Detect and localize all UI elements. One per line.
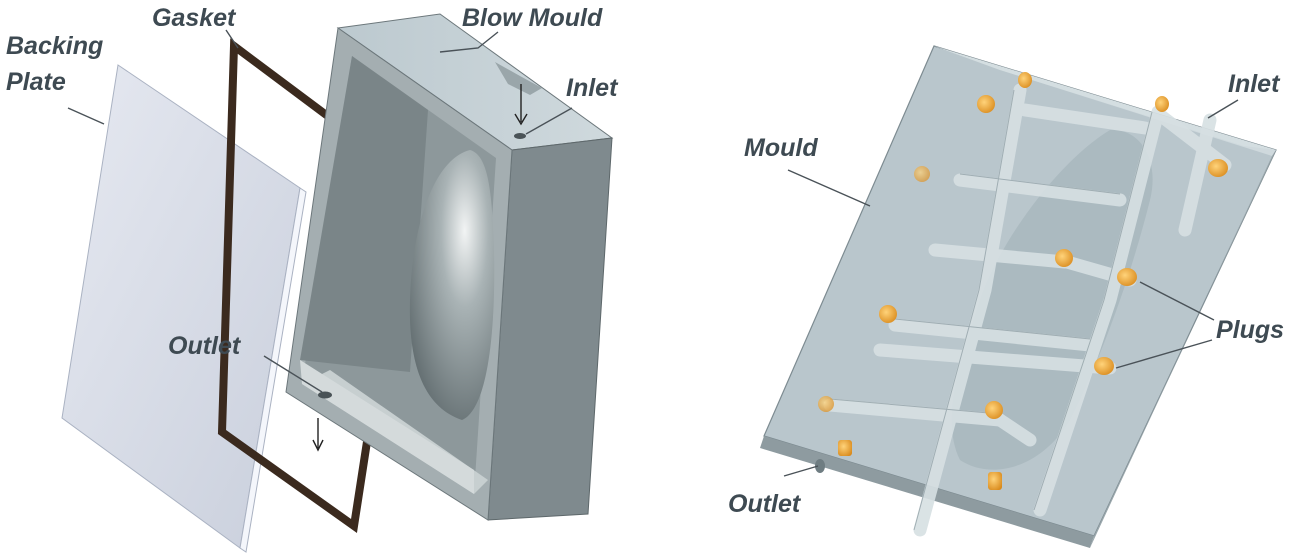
plug [914,166,930,182]
label-mould: Mould [744,134,818,162]
plug [818,396,834,412]
plug [838,440,852,456]
label-inlet-right: Inlet [1228,70,1281,98]
plug [879,305,897,323]
label-plate: Plate [6,68,66,96]
label-inlet-left: Inlet [566,74,619,102]
left-labels: Backing Plate Gasket Blow Mould Inlet Ou… [6,4,619,360]
bottle-cavity [951,129,1153,470]
right-leader-lines [783,99,1239,477]
cooling-channels [823,83,1232,537]
label-blow-mould: Blow Mould [462,4,603,32]
plug [1208,159,1228,177]
plug [985,401,1003,419]
plug [977,95,995,113]
blow-mould-block [285,13,614,521]
plugs [818,72,1228,490]
flow-arrows [312,84,528,452]
label-gasket: Gasket [152,4,237,32]
right-labels: Mould Inlet Plugs Outlet [728,70,1284,518]
label-plugs: Plugs [1216,316,1284,344]
backing-plate [61,64,307,553]
left-leader-lines [67,29,573,393]
plug [1018,72,1032,88]
left-exploded-assembly: Backing Plate Gasket Blow Mould Inlet Ou… [6,4,619,553]
plug [1055,249,1073,267]
label-outlet-right: Outlet [728,490,802,518]
plug [988,472,1002,490]
plug [1094,357,1114,375]
outlet-hole [815,459,825,473]
cooling-channel-edges [829,89,1153,531]
plug [1117,268,1137,286]
label-backing: Backing [6,32,103,60]
plug [1155,96,1169,112]
right-translucent-mould: Mould Inlet Plugs Outlet [728,45,1284,548]
label-outlet-left: Outlet [168,332,242,360]
